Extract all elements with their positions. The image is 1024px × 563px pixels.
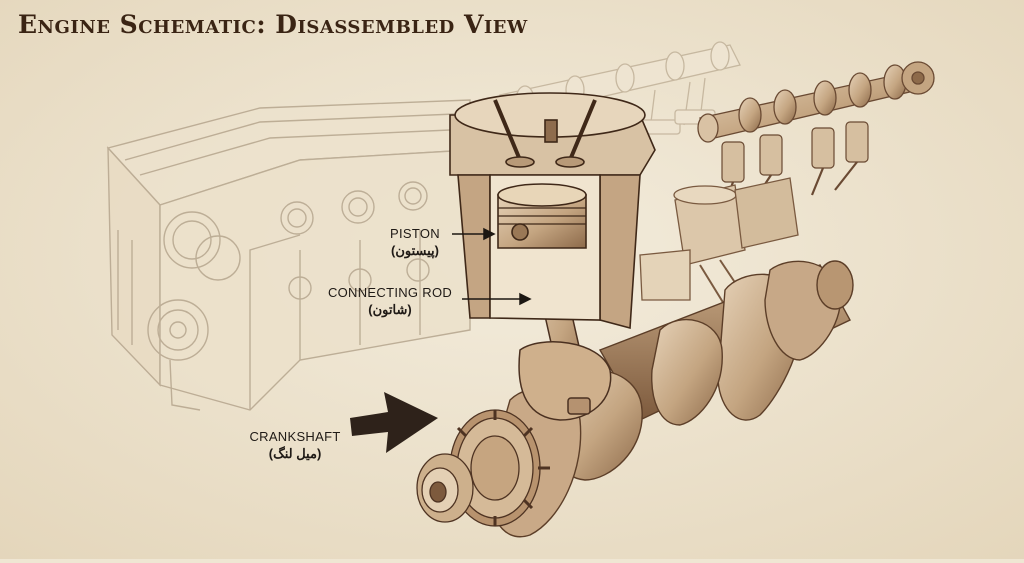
piston-label: PISTON (پیستون) [380,225,450,259]
connecting-rod-arrowhead [519,292,532,306]
connecting-rod-label: CONNECTING ROD (شاتون) [318,284,462,318]
piston-label-en: PISTON [390,226,440,241]
crankshaft-label-fa: (میل لنگ) [268,446,322,461]
page-title: Engine Schematic: Disassembled View [18,10,528,39]
connecting-rod-label-en: CONNECTING ROD [327,285,453,300]
piston-arrowhead [483,227,496,241]
crankshaft-label-en: CRANKSHAFT [249,429,341,444]
connecting-rod-label-fa: (شاتون) [368,302,412,317]
crankshaft-label: CRANKSHAFT (میل لنگ) [240,428,350,462]
crank-gear [416,409,550,527]
engine-block-ghost [106,99,471,411]
crankshaft-big-arrow [350,392,438,453]
camshaft-right [697,61,935,143]
cylinder-cutaway [449,92,656,330]
piston-label-fa: (پیستون) [390,243,439,258]
leader-lines [452,227,532,306]
